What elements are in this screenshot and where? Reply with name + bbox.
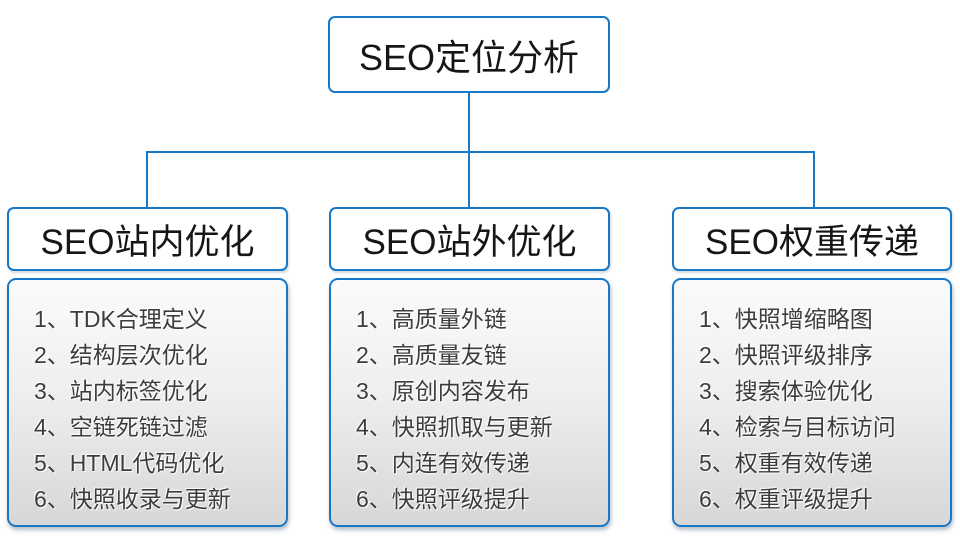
list-item: 3、原创内容发布 <box>356 378 530 404</box>
branch-panel-weight: 1、快照增缩略图 2、快照评级排序 3、搜索体验优化 4、检索与目标访问 5、权… <box>672 278 952 527</box>
connector-drop-right <box>813 151 815 208</box>
list-item: 2、高质量友链 <box>356 342 507 368</box>
branch-title-weight: SEO权重传递 <box>672 207 952 271</box>
list-item: 2、结构层次优化 <box>34 342 208 368</box>
list-item: 4、检索与目标访问 <box>699 414 896 440</box>
list-item: 5、HTML代码优化 <box>34 450 225 476</box>
branch-panel-offsite: 1、高质量外链 2、高质量友链 3、原创内容发布 4、快照抓取与更新 5、内连有… <box>329 278 610 527</box>
connector-horizontal <box>146 151 815 153</box>
list-item: 3、站内标签优化 <box>34 378 208 404</box>
list-item: 5、内连有效传递 <box>356 450 530 476</box>
list-item: 3、搜索体验优化 <box>699 378 873 404</box>
root-node: SEO定位分析 <box>328 16 610 93</box>
connector-drop-left <box>146 151 148 208</box>
list-item: 6、快照评级提升 <box>356 486 530 512</box>
list-item: 2、快照评级排序 <box>699 342 873 368</box>
list-item: 1、快照增缩略图 <box>699 306 873 332</box>
branch-panel-onsite: 1、TDK合理定义 2、结构层次优化 3、站内标签优化 4、空链死链过滤 5、H… <box>7 278 288 527</box>
list-item: 5、权重有效传递 <box>699 450 873 476</box>
branch-title-onsite: SEO站内优化 <box>7 207 288 271</box>
branch-title-offsite: SEO站外优化 <box>329 207 610 271</box>
list-item: 4、空链死链过滤 <box>34 414 208 440</box>
list-item: 6、快照收录与更新 <box>34 486 231 512</box>
list-item: 1、TDK合理定义 <box>34 306 208 332</box>
list-item: 6、权重评级提升 <box>699 486 873 512</box>
connector-root-stem <box>468 93 470 153</box>
list-item: 1、高质量外链 <box>356 306 507 332</box>
list-item: 4、快照抓取与更新 <box>356 414 553 440</box>
connector-drop-center <box>468 151 470 208</box>
